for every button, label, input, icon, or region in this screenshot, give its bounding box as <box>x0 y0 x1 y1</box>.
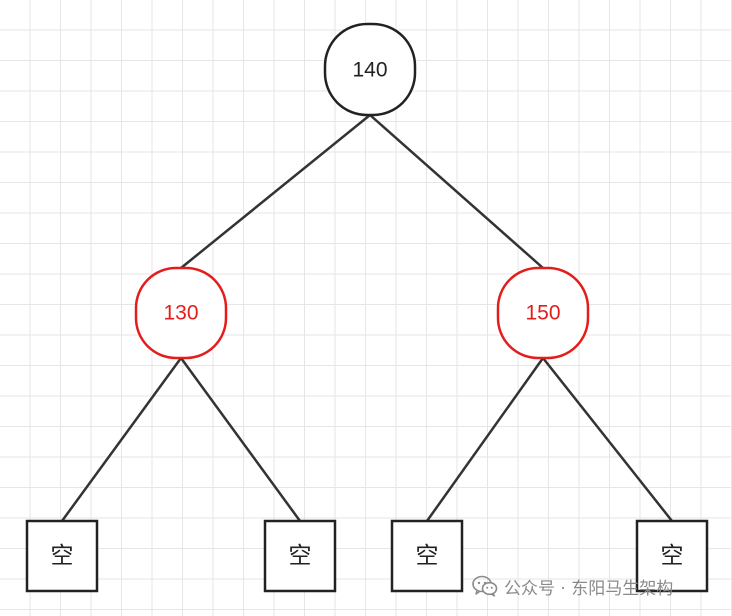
tree-node-root: 140 <box>323 22 417 117</box>
edge-right-leaf-3 <box>425 357 545 522</box>
leaf-label-2: 空 <box>289 543 312 569</box>
leaf-label-3: 空 <box>416 543 439 569</box>
wechat-icon <box>472 575 498 597</box>
node-label-left: 130 <box>163 302 198 325</box>
edge-left-leaf-1 <box>60 357 183 522</box>
edge-root-left <box>180 114 371 269</box>
tree-node-right: 150 <box>496 266 590 360</box>
leaf-node-2: 空 <box>263 519 337 593</box>
node-label-root: 140 <box>352 59 387 82</box>
watermark: 公众号 · 东阳马生架构 <box>472 574 674 599</box>
watermark-text: 公众号 · 东阳马生架构 <box>504 578 674 599</box>
edge-right-leaf-4 <box>542 357 673 522</box>
tree-node-left: 130 <box>134 266 228 360</box>
leaf-node-3: 空 <box>390 519 464 593</box>
node-label-right: 150 <box>525 302 560 325</box>
leaf-node-4: 空 <box>635 519 709 593</box>
edge-root-right <box>369 114 544 269</box>
leaf-node-1: 空 <box>25 519 99 593</box>
leaf-label-1: 空 <box>51 543 74 569</box>
edge-left-leaf-2 <box>179 357 302 522</box>
leaf-label-4: 空 <box>661 543 684 569</box>
